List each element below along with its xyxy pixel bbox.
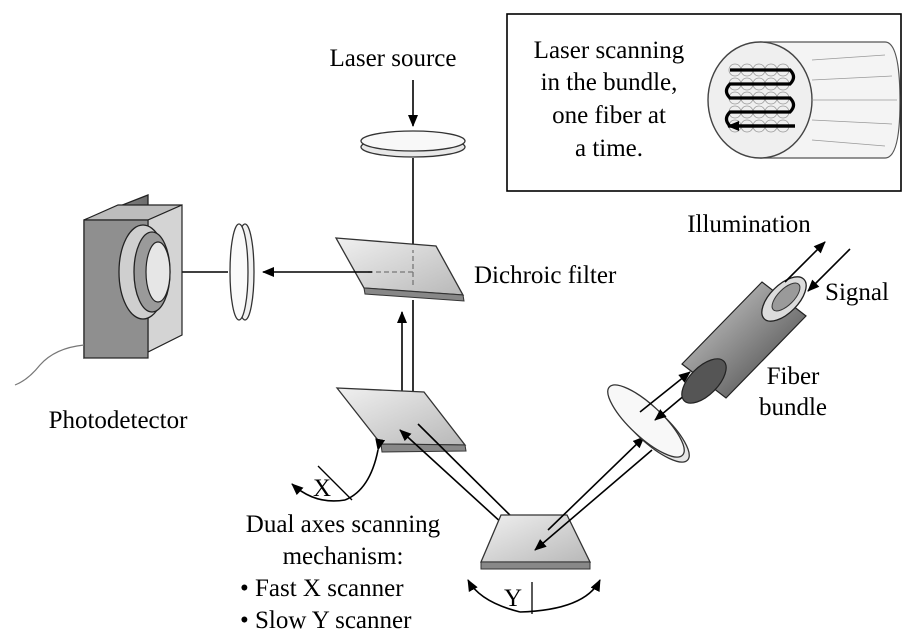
beam-lens-to-fiber [639, 371, 691, 413]
illumination-arrow [784, 241, 826, 283]
x-rotation-indicator [291, 438, 386, 502]
beam-fiber-lens-to-y [534, 449, 653, 551]
detector-lens-icon [229, 223, 255, 321]
beam-y-to-fiber-lens [547, 436, 645, 531]
inset-text-line3: one fiber at [552, 102, 666, 129]
fiber-bundle-icon [681, 276, 807, 404]
top-lens-icon [360, 130, 466, 158]
laser-source-label: Laser source [329, 45, 456, 72]
fiber-bundle-label-line2: bundle [759, 394, 827, 421]
inset-text-line4: a time. [575, 135, 643, 162]
x-scanner-mirror-icon [335, 387, 467, 453]
inset-panel: Laser scanning in the bundle, one fiber … [506, 13, 902, 192]
bundle-cylinder-icon [707, 41, 901, 159]
signal-label: Signal [825, 279, 889, 306]
slow-scanner-label: • Slow Y scanner [240, 607, 412, 634]
inset-text-line2: in the bundle, [541, 69, 678, 96]
y-axis-label: Y [504, 585, 522, 612]
fiber-bundle-label-line1: Fiber [767, 363, 820, 390]
y-rotation-indicator [467, 579, 601, 614]
x-axis-label: X [313, 475, 331, 502]
dichroic-filter-label: Dichroic filter [474, 262, 617, 289]
photodetector-icon [14, 194, 183, 386]
inset-text-line1: Laser scanning [534, 37, 685, 64]
dichroic-filter-icon [334, 237, 465, 302]
illumination-label: Illumination [687, 211, 811, 238]
mechanism-label-line2: mechanism: [283, 543, 404, 570]
signal-arrow [807, 248, 851, 292]
fast-scanner-label: • Fast X scanner [240, 575, 404, 602]
mechanism-label-line1: Dual axes scanning [246, 511, 441, 538]
photodetector-label: Photodetector [49, 407, 189, 434]
y-scanner-mirror-icon [480, 514, 592, 570]
